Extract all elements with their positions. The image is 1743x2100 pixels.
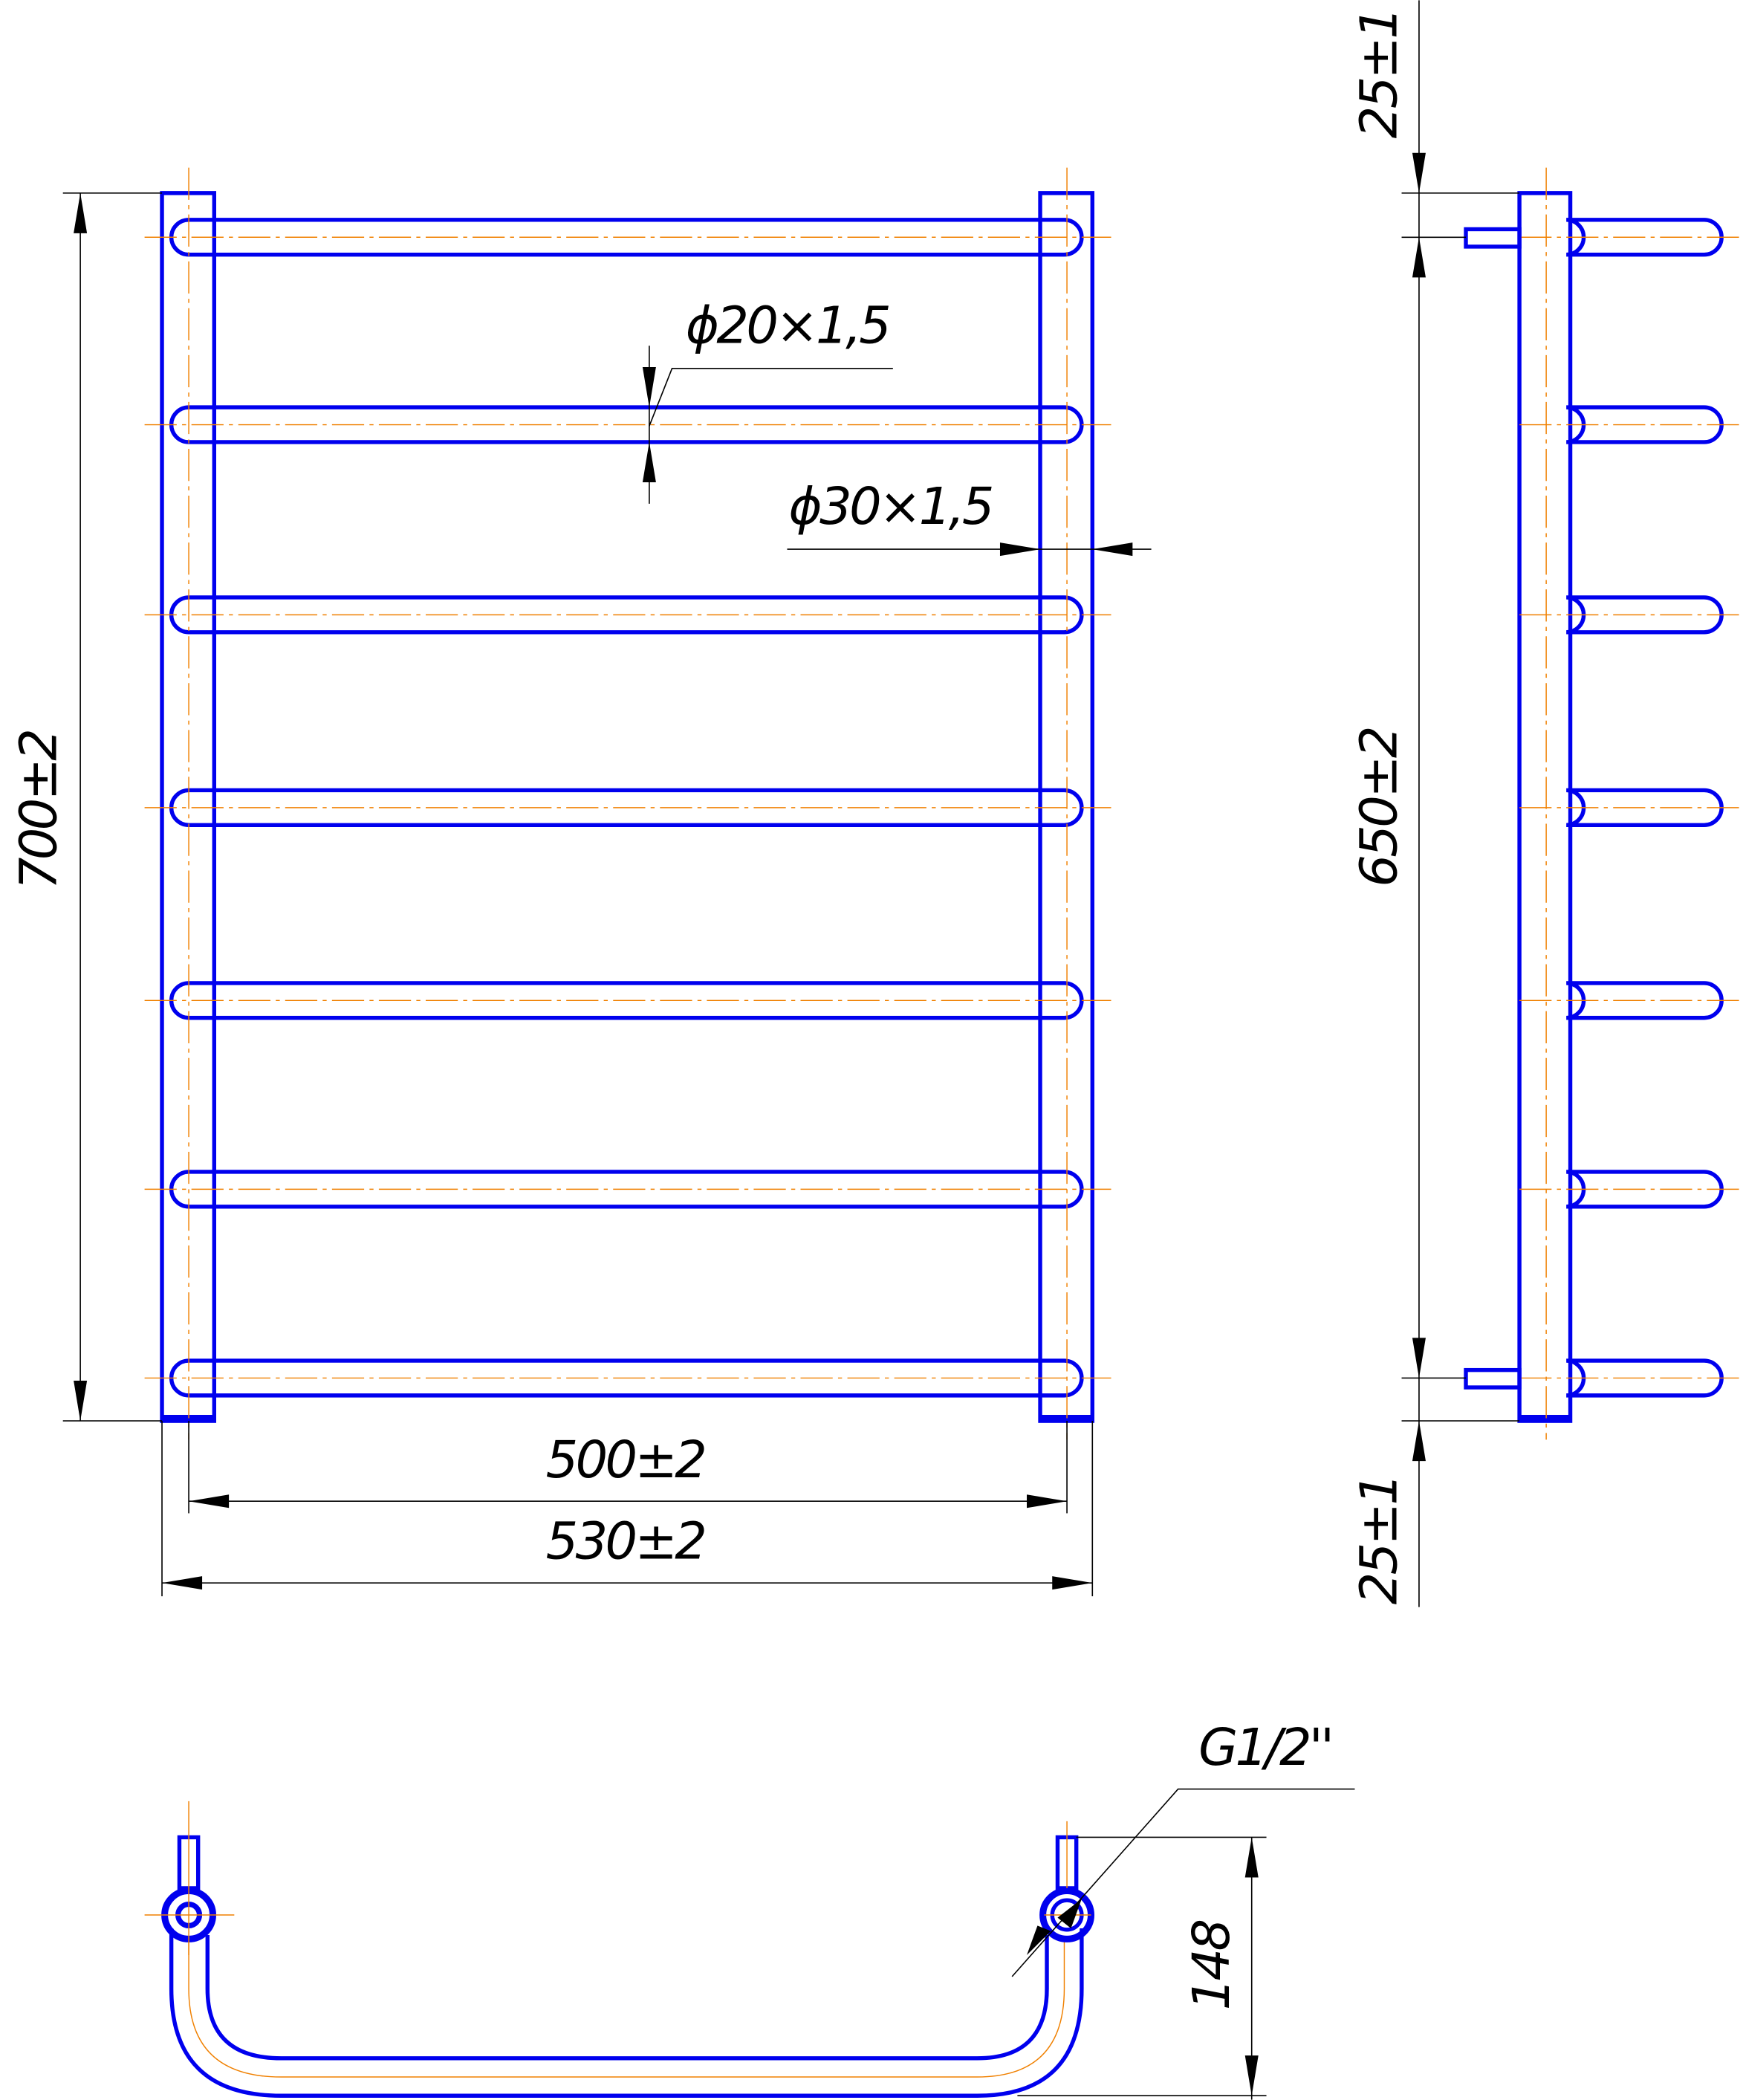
right-post	[1038, 191, 1095, 1423]
dimension-rail-pipe: ϕ20×1,5	[642, 296, 893, 504]
svg-text:530±2: 530±2	[546, 1512, 705, 1572]
svg-text:650±2: 650±2	[1349, 728, 1409, 887]
dimension-148: 148	[1017, 1836, 1267, 2100]
side-rail	[1566, 1170, 1724, 1209]
side-rail	[1566, 788, 1724, 827]
top-connector	[1464, 227, 1522, 249]
dimension-500: 500±2	[188, 1421, 1068, 1514]
side-dimensions: 25±1 650±2 25±1	[1349, 0, 1520, 1607]
dimension-530: 530±2	[161, 1421, 1094, 1597]
svg-text:25±1: 25±1	[1349, 1476, 1409, 1605]
thread-callout: G1/2''	[1011, 1718, 1355, 1977]
svg-text:148: 148	[1182, 1920, 1241, 2010]
side-rail	[1566, 405, 1724, 444]
svg-text:700±2: 700±2	[10, 731, 69, 890]
svg-text:G1/2'': G1/2''	[1198, 1718, 1331, 1777]
svg-text:25±1: 25±1	[1349, 10, 1409, 139]
side-rail	[1566, 1358, 1724, 1398]
bottom-connector	[1464, 1367, 1522, 1390]
svg-text:500±2: 500±2	[546, 1430, 705, 1490]
svg-text:ϕ30×1,5: ϕ30×1,5	[789, 477, 992, 537]
svg-text:ϕ20×1,5: ϕ20×1,5	[686, 296, 889, 356]
side-rail	[1566, 218, 1724, 257]
side-view	[1464, 167, 1741, 1440]
side-rail	[1566, 981, 1724, 1020]
dimension-700: 700±2	[10, 192, 163, 1422]
front-view	[144, 167, 1111, 1440]
top-view	[144, 1801, 1095, 2098]
dimension-post-pipe: ϕ30×1,5	[787, 477, 1152, 557]
side-post	[1517, 191, 1573, 1423]
side-rail	[1566, 595, 1724, 635]
